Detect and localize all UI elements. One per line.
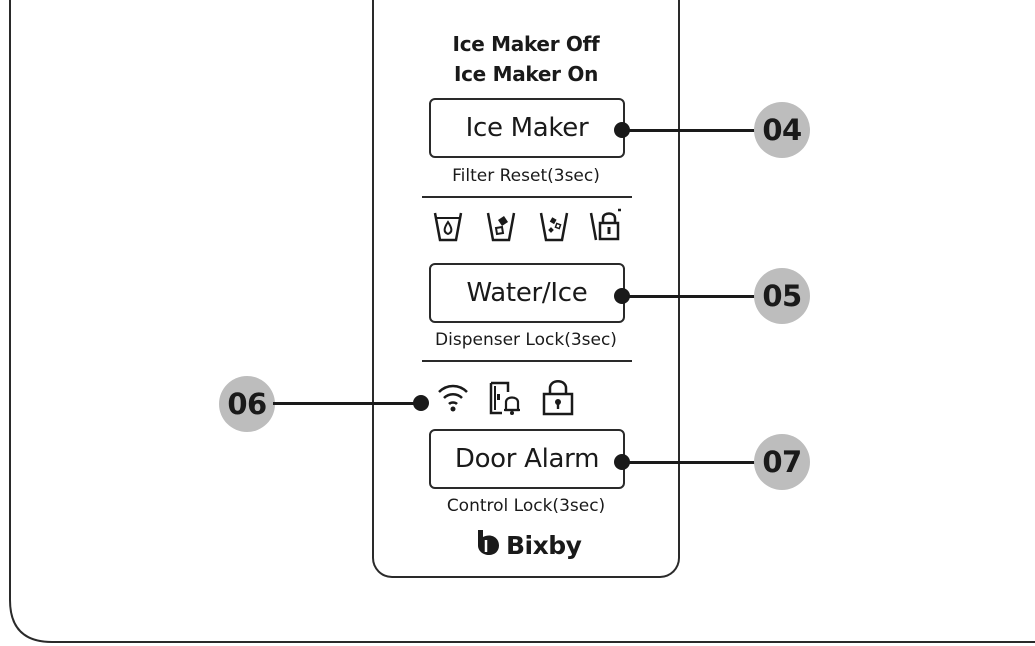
door-alarm-button[interactable]: Door Alarm bbox=[429, 429, 625, 489]
water-ice-button[interactable]: Water/Ice bbox=[429, 263, 625, 323]
cup-water-icon bbox=[430, 208, 466, 244]
bixby-text: Bixby bbox=[506, 530, 582, 560]
callout-04: 04 bbox=[754, 102, 810, 158]
control-lock-label: Control Lock(3sec) bbox=[446, 496, 606, 516]
lock-icon bbox=[541, 378, 575, 416]
callout-07: 07 bbox=[754, 434, 810, 490]
divider bbox=[422, 196, 632, 198]
callout-leader-line bbox=[622, 295, 756, 298]
dispenser-lock-label: Dispenser Lock(3sec) bbox=[435, 330, 617, 350]
wifi-icon bbox=[436, 380, 470, 414]
callout-06: 06 bbox=[219, 376, 275, 432]
bixby-logo: Bixby bbox=[474, 528, 582, 562]
cup-cubed-ice-icon bbox=[484, 208, 520, 244]
callout-leader-line bbox=[273, 402, 421, 405]
ice-maker-button[interactable]: Ice Maker bbox=[429, 98, 625, 158]
callout-leader-line bbox=[622, 129, 756, 132]
callout-anchor-dot bbox=[413, 395, 429, 411]
ice-maker-on-label: Ice Maker On bbox=[453, 62, 599, 86]
ice-maker-off-label: Ice Maker Off bbox=[452, 32, 600, 56]
cup-lock-icon bbox=[588, 206, 628, 244]
door-alarm-icon bbox=[488, 380, 524, 416]
bixby-icon bbox=[474, 528, 502, 562]
cup-crushed-ice-icon bbox=[537, 208, 573, 244]
callout-leader-line bbox=[622, 461, 756, 464]
callout-05: 05 bbox=[754, 268, 810, 324]
filter-reset-label: Filter Reset(3sec) bbox=[452, 166, 600, 186]
divider bbox=[422, 360, 632, 362]
control-panel bbox=[372, 0, 680, 578]
